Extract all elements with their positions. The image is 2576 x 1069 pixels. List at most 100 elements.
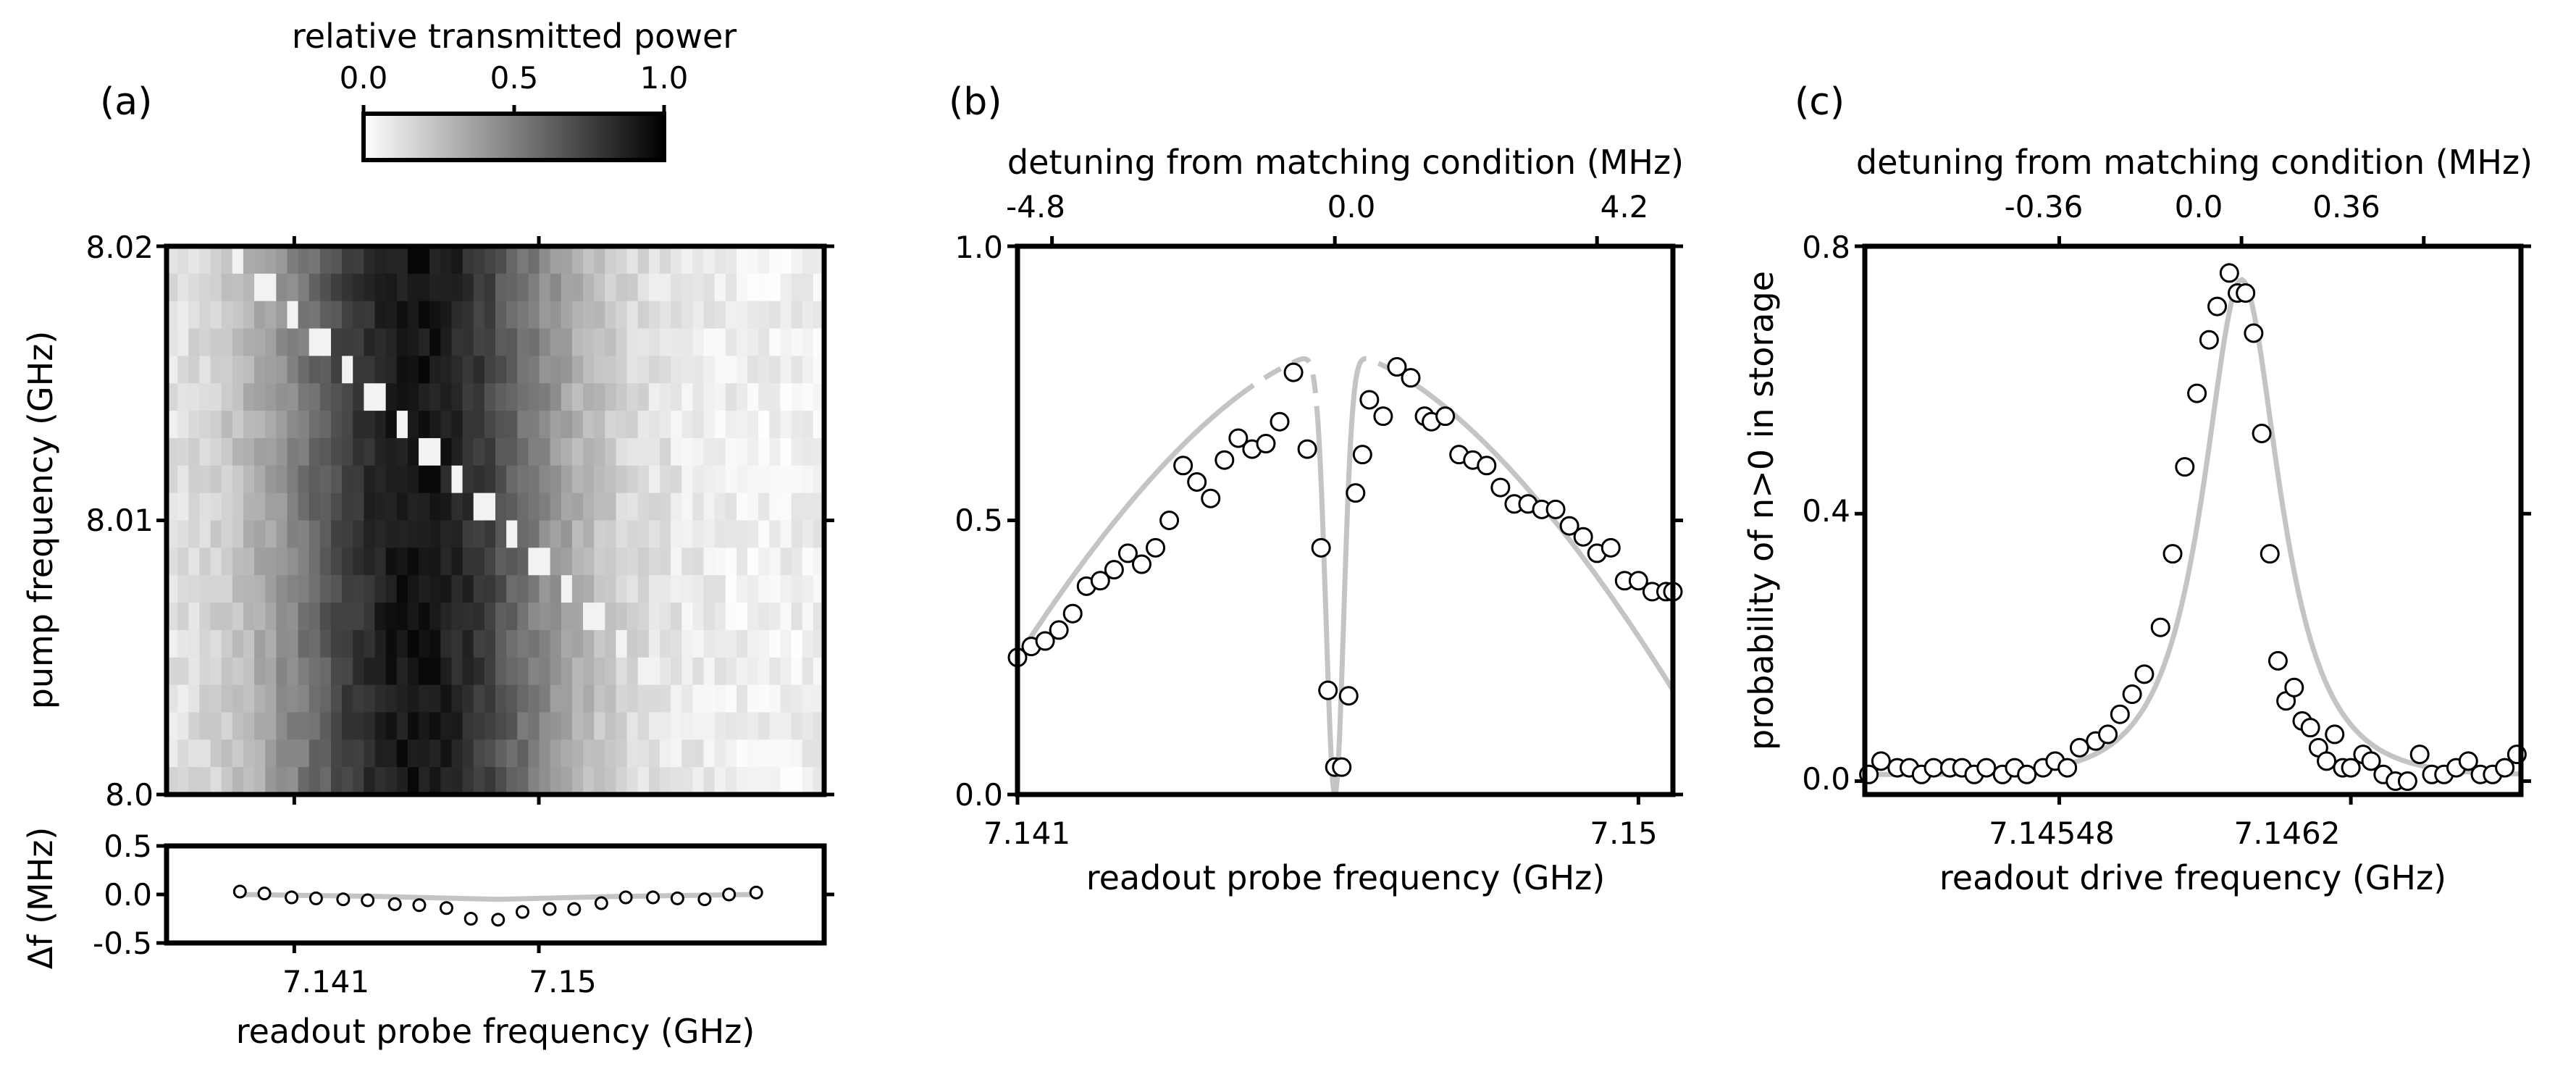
heatmap-cell [167,603,178,631]
heatmap-cell [221,465,233,494]
heatmap-cell [637,356,650,384]
heatmap-cell [703,603,716,631]
heatmap-cells [167,246,824,795]
heatmap-cell [342,383,353,411]
heatmap-cell [177,383,189,411]
heatmap-cell [232,273,244,302]
heatmap-cell [528,437,540,466]
colorbar: relative transmitted power 0.0 0.5 1.0 [292,17,737,162]
heatmap-cell [637,383,650,411]
heatmap-cell [648,246,660,274]
heatmap-cell [637,629,650,658]
heatmap-cell [747,739,759,768]
heatmap-cell [703,383,716,411]
heatmap-cell [177,411,189,439]
heatmap-cell [287,767,299,795]
heatmap-cell [407,767,419,795]
heatmap-cell [648,356,660,384]
heatmap-cell [210,437,222,466]
data-point [2244,323,2264,343]
heatmap-cell [462,684,474,713]
heatmap-cell [660,301,671,330]
data-point [2409,745,2430,765]
heatmap-cell [769,739,781,768]
data-point [336,892,351,907]
colorbar-tick-2: 1.0 [640,60,689,96]
heatmap-cell [583,712,595,740]
heatmap-cell [440,411,453,439]
panel-b-ytick-0: 0.0 [955,777,1003,813]
heatmap-cell [517,767,529,795]
panel-b-fit-dip [1314,372,1360,795]
heatmap-cell [287,603,299,631]
heatmap-cell [561,273,573,302]
heatmap-cell [243,356,255,384]
heatmap-cell [802,712,814,740]
heatmap-cell [594,411,605,439]
heatmap-cell [703,548,716,576]
heatmap-cell [473,465,485,494]
heatmap-cell [473,712,485,740]
heatmap-cell [583,548,595,576]
heatmap-cell [747,548,759,576]
heatmap-cell [550,739,562,768]
heatmap-cell [769,492,781,521]
heatmap-cell [725,548,737,576]
heatmap-cell [703,492,716,521]
heatmap-cell [594,712,605,740]
panel-label-a: (a) [100,80,152,124]
heatmap-cell [319,246,332,274]
heatmap-cell [594,629,605,658]
heatmap-cell [758,328,770,356]
heatmap-cell [813,465,824,494]
heatmap-cell [276,520,288,548]
heatmap-cell [396,575,408,603]
heatmap-cell [791,437,803,466]
data-point [2317,751,2337,771]
heatmap-cell [780,273,792,302]
data-point [2098,724,2118,745]
heatmap-cell [167,383,178,411]
heatmap-cell [232,575,244,603]
heatmap-cell [364,356,376,384]
panel-b-ytick-1: 0.5 [955,503,1003,538]
heatmap-cell [550,411,562,439]
heatmap-cell [660,520,671,548]
heatmap-cell [605,328,617,356]
heatmap-cell [364,383,376,411]
heatmap-cell [407,328,419,356]
heatmap-cell [265,273,277,302]
heatmap-cell [660,328,671,356]
heatmap-cell [517,356,529,384]
heatmap-cell [167,767,178,795]
heatmap-cell [429,684,441,713]
heatmap-cell [769,712,781,740]
heatmap-cell [506,684,518,713]
heatmap-cell [440,712,453,740]
heatmap-cell [177,465,189,494]
panel-c-xtick-0: 7.14548 [1989,816,2115,851]
heatmap-cell [419,246,430,274]
heatmap-cell [385,684,398,713]
heatmap-cell [714,356,726,384]
data-point [1035,631,1055,651]
heatmap-cell [429,657,441,686]
data-point [2057,758,2078,778]
heatmap-cell [736,767,748,795]
heatmap-cell [758,603,770,631]
heatmap-cell [440,465,453,494]
heatmap-cell [396,767,408,795]
heatmap-cell [342,465,353,494]
heatmap-cell [583,657,595,686]
heatmap-cell [571,684,584,713]
heatmap-cell [528,739,540,768]
heatmap-cell [407,712,419,740]
heatmap-cell [374,520,387,548]
heatmap-cell [484,356,496,384]
heatmap-cell [616,437,628,466]
heatmap-cell [374,328,387,356]
heatmap-cell [528,356,540,384]
heatmap-cell [791,684,803,713]
colorbar-tick-1: 0.5 [490,60,539,96]
panel-c-xtick-1: 7.1462 [2234,816,2341,851]
